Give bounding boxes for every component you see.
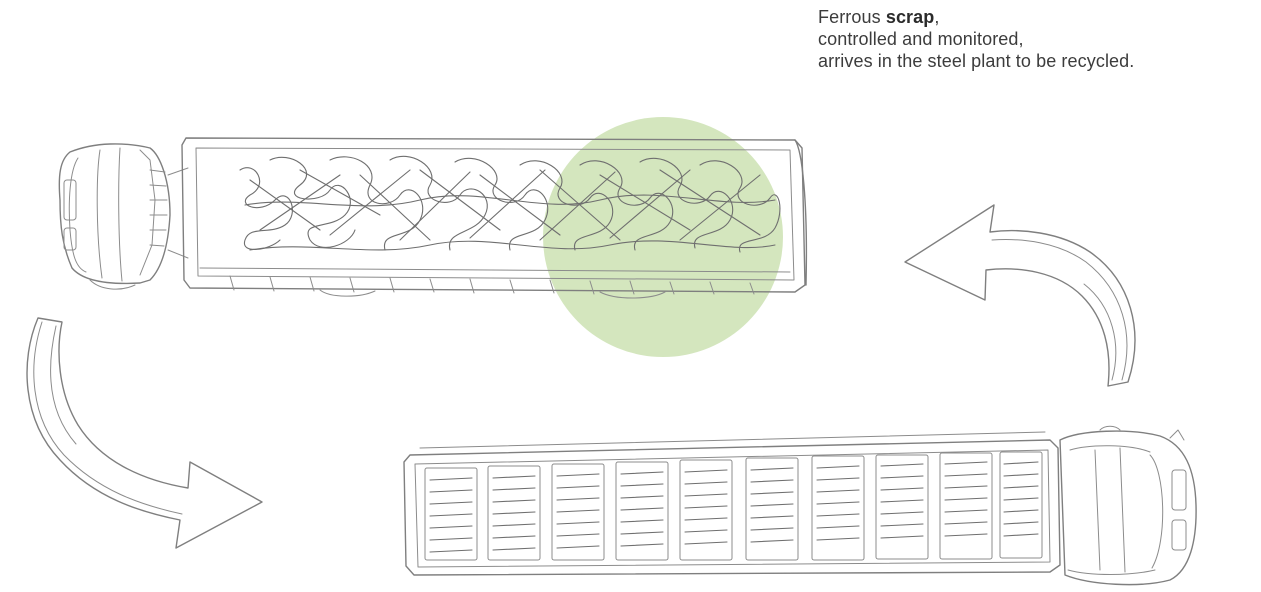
caption-text: Ferrous scrap, controlled and monitored,… [818, 6, 1258, 72]
caption-line-3: arrives in the steel plant to be recycle… [818, 50, 1258, 72]
caption-suffix: , [934, 7, 939, 27]
curved-arrow-down-right-icon [27, 318, 262, 548]
caption-line-1: Ferrous scrap, [818, 6, 1258, 28]
trailer-panels [425, 452, 1042, 560]
caption-prefix: Ferrous [818, 7, 886, 27]
curved-arrow-up-left-icon [905, 205, 1135, 386]
caption-line-2: controlled and monitored, [818, 28, 1258, 50]
caption-highlight-word: scrap [886, 7, 935, 27]
covered-truck-icon [404, 426, 1196, 584]
highlight-circle [543, 117, 783, 357]
